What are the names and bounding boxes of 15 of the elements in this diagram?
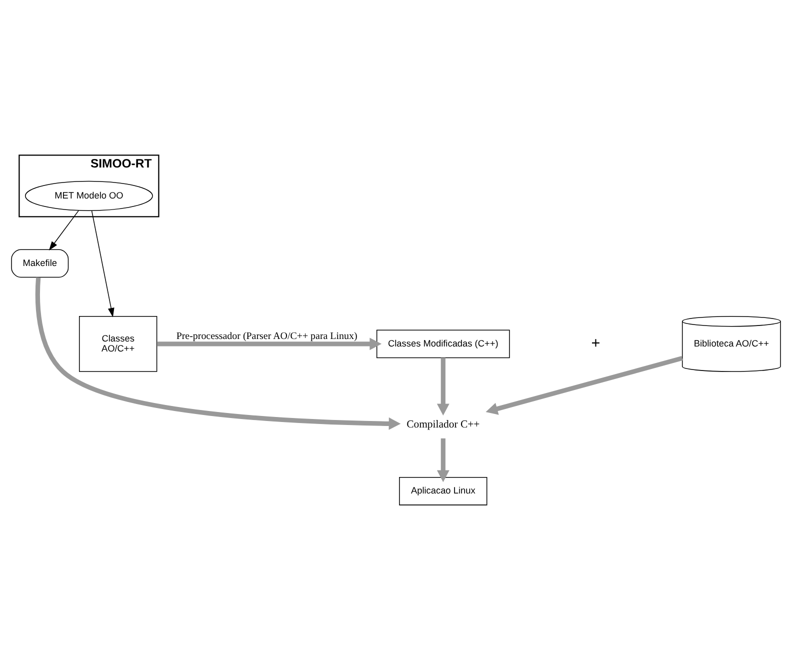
arrow bbox=[35, 277, 401, 430]
edge-label: Pre-processador (Parser AO/C++ para Linux) bbox=[176, 330, 358, 342]
node-ellipse: MET Modelo OO bbox=[24, 180, 153, 211]
node-box: Aplicacao Linux bbox=[399, 476, 488, 506]
label: + bbox=[591, 334, 600, 352]
arrow bbox=[436, 358, 450, 416]
arrow bbox=[48, 210, 79, 251]
arrow bbox=[91, 210, 114, 318]
node-box: Classes AO/C++ bbox=[78, 316, 158, 372]
arrow bbox=[486, 356, 683, 415]
arrow bbox=[156, 338, 382, 350]
node-box: Makefile bbox=[11, 249, 69, 278]
node-text: Compilador C++ bbox=[406, 418, 480, 430]
arrow bbox=[436, 438, 450, 482]
node-box: Classes Modificadas (C++) bbox=[376, 330, 510, 358]
